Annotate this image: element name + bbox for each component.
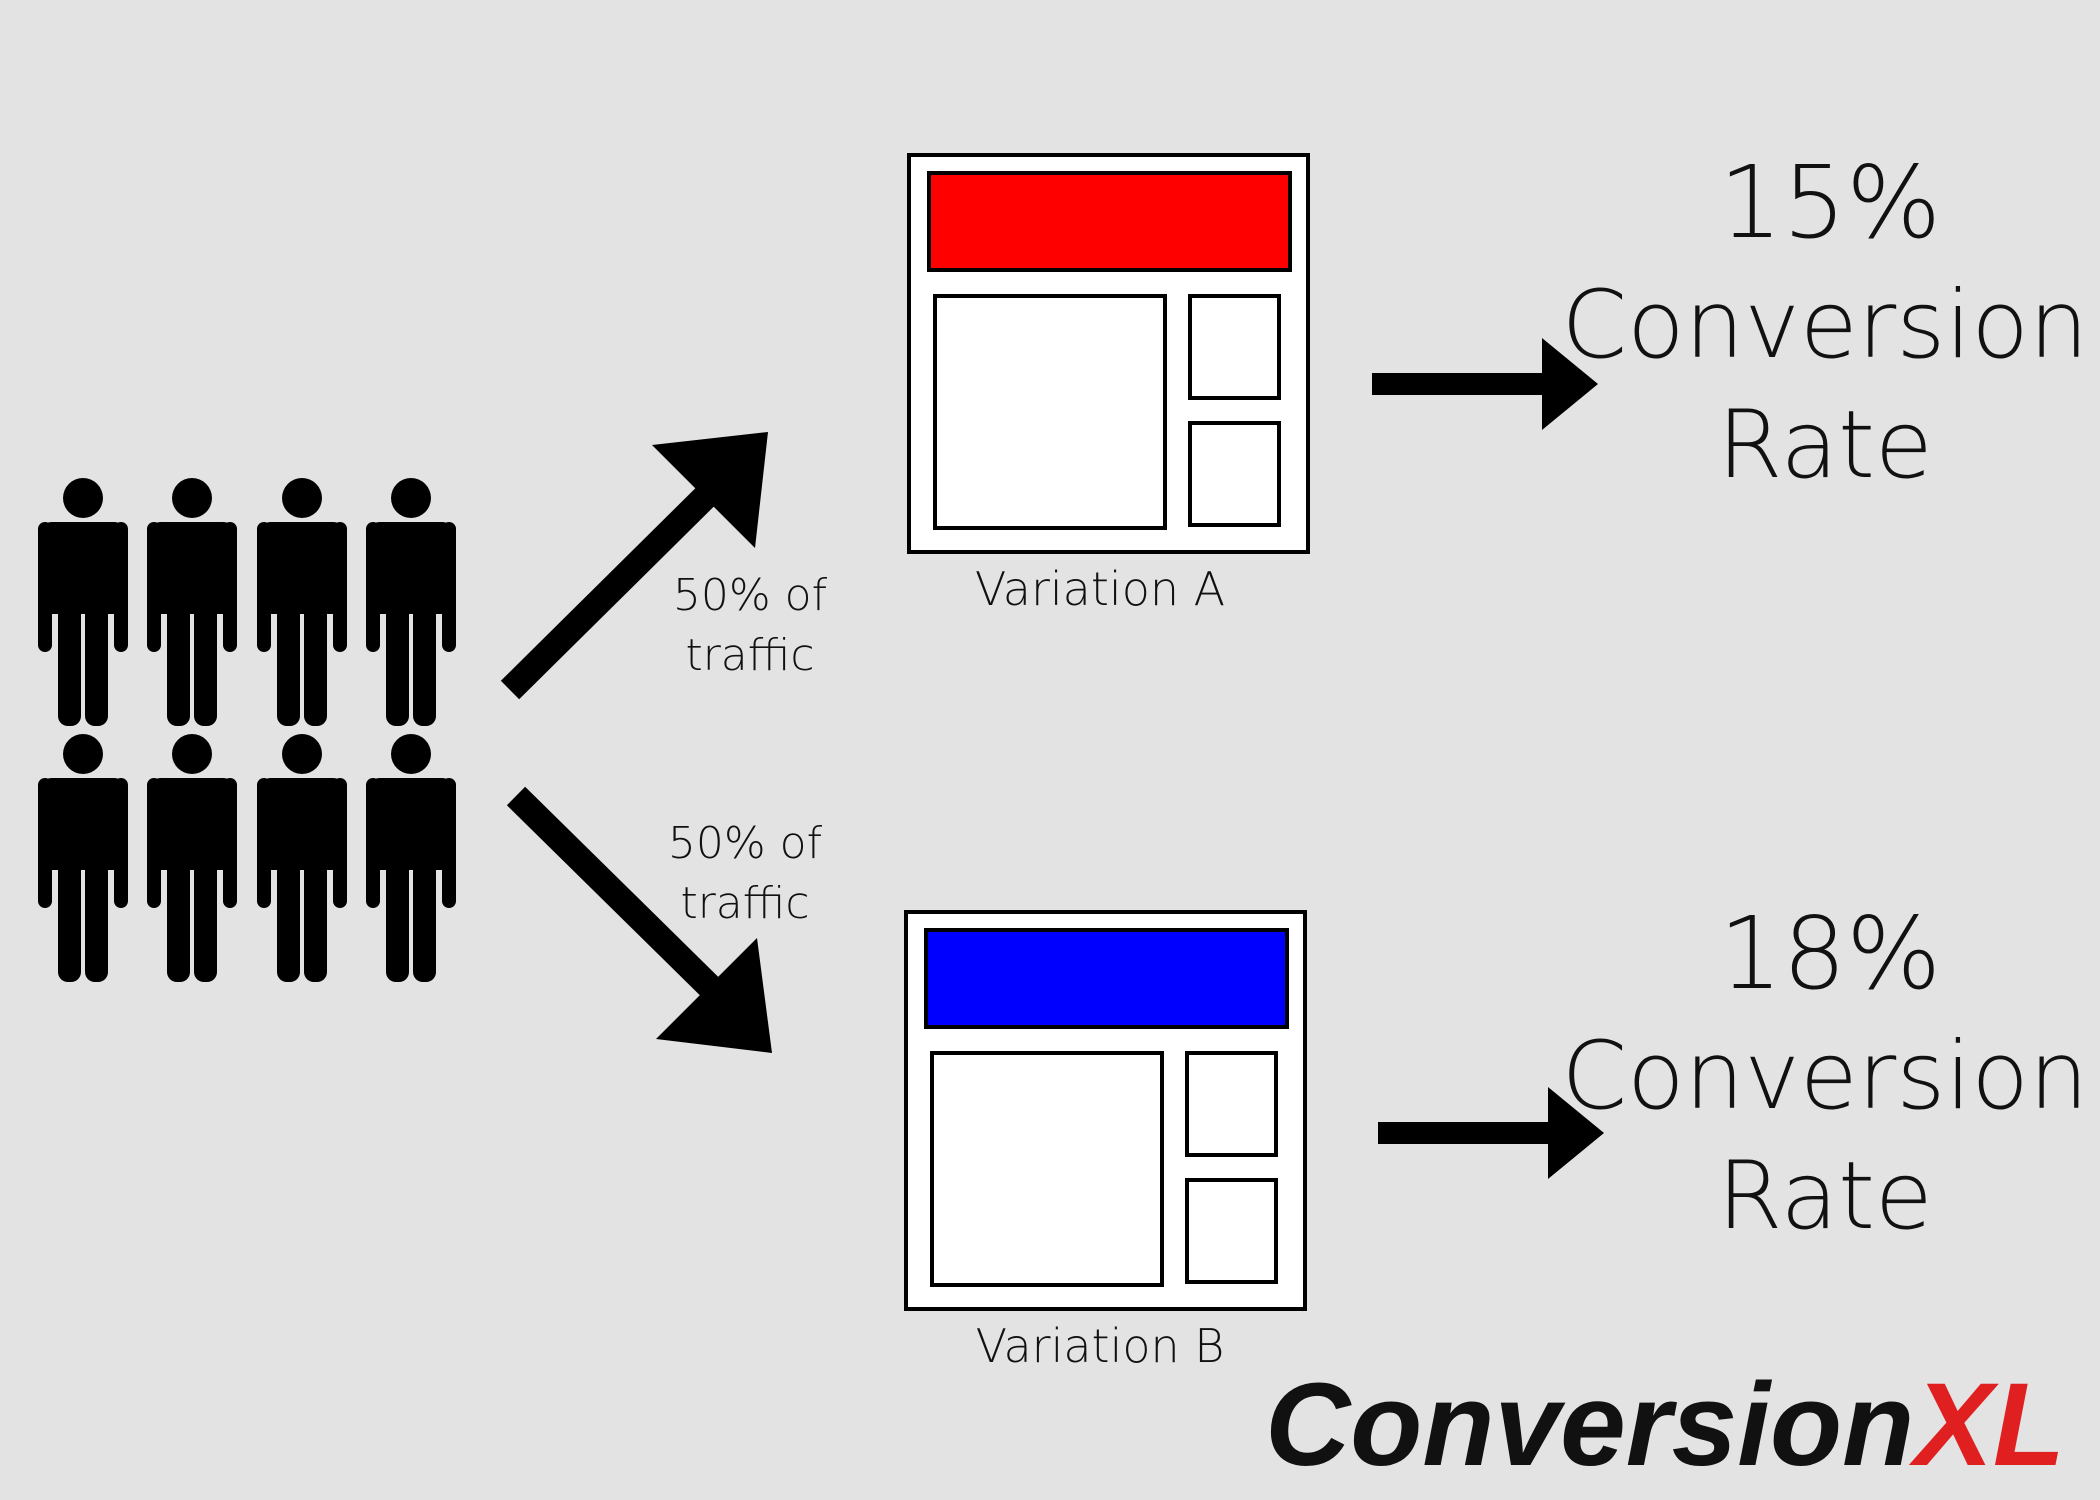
variation-b-page	[904, 910, 1307, 1311]
variation-a-page	[907, 153, 1310, 554]
person-icon	[257, 734, 347, 982]
variation-b-side-block-bottom	[1185, 1178, 1278, 1284]
variation-a-side-block-bottom	[1188, 421, 1281, 527]
svg-text:ConversionXL: ConversionXL	[1265, 1359, 2065, 1491]
person-icon	[147, 734, 237, 982]
result-b-rate: 18%	[1719, 895, 1941, 1012]
person-icon	[366, 478, 456, 726]
traffic-label-top-line2: traffic	[685, 630, 814, 681]
variation-b-main-block	[930, 1051, 1164, 1287]
traffic-label-top-line1: 50% of	[673, 570, 828, 621]
variation-a-main-block	[933, 294, 1167, 530]
traffic-label-bottom-line1: 50% of	[668, 818, 823, 869]
variation-a-label: Variation A	[975, 562, 1225, 616]
variation-a-side-block-top	[1188, 294, 1281, 400]
person-icon	[38, 478, 128, 726]
logo-accent-text: XL	[1908, 1359, 2065, 1491]
variation-b-side-block-top	[1185, 1051, 1278, 1157]
split-arrow-down-icon	[506, 786, 772, 1053]
traffic-label-bottom-line2: traffic	[680, 878, 809, 929]
variation-a-header-block	[927, 171, 1292, 272]
logo-main-text: Conversion	[1265, 1359, 1914, 1491]
person-icon	[366, 734, 456, 982]
result-b-line1: Conversion	[1561, 1022, 2088, 1131]
result-a-line2: Rate	[1717, 391, 1933, 500]
person-icon	[38, 734, 128, 982]
split-arrow-up-icon	[500, 432, 768, 700]
result-a-rate: 15%	[1719, 144, 1941, 261]
result-arrow-b-icon	[1378, 1087, 1604, 1179]
person-icon	[257, 478, 347, 726]
people-group	[38, 478, 456, 982]
result-a-line1: Conversion	[1561, 271, 2088, 380]
person-icon	[147, 478, 237, 726]
result-arrow-a-icon	[1372, 338, 1598, 430]
result-b-line2: Rate	[1717, 1142, 1933, 1251]
variation-b-label: Variation B	[976, 1319, 1225, 1373]
conversionxl-logo: ConversionXL	[1265, 1359, 2065, 1491]
variation-b-header-block	[924, 928, 1289, 1029]
